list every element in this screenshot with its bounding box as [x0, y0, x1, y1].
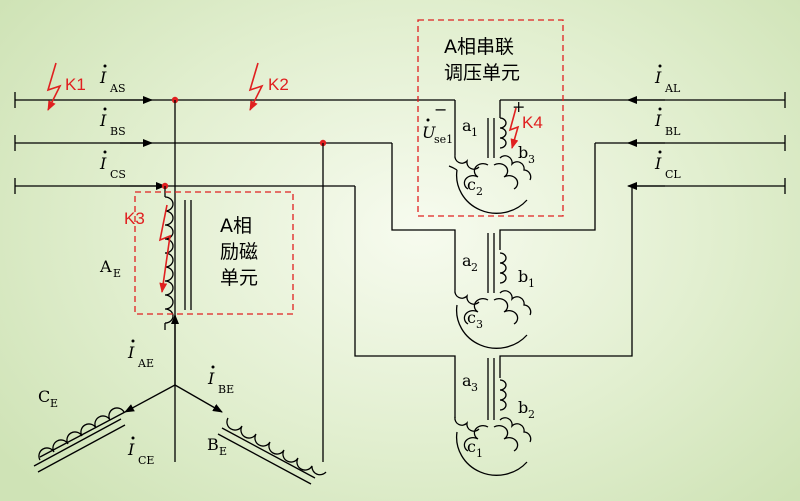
fault-k4-label: K4 [522, 113, 543, 132]
current-iae-label: I AE [127, 339, 154, 370]
svg-text:1: 1 [476, 447, 483, 460]
svg-text:CL: CL [665, 168, 681, 181]
svg-text:2: 2 [476, 185, 483, 198]
svg-text:I: I [654, 68, 662, 87]
svg-text:c: c [467, 437, 476, 456]
line-a-load [499, 92, 786, 118]
svg-text:励磁: 励磁 [220, 241, 258, 263]
fault-k2-bolt [248, 62, 264, 111]
winding-a3-label: a 3 [462, 371, 478, 394]
svg-text:I: I [127, 440, 135, 459]
svg-text:BE: BE [218, 383, 234, 396]
winding-a1-label: a 1 [462, 116, 478, 139]
svg-text:I: I [99, 111, 107, 130]
svg-text:B: B [207, 435, 219, 454]
line-a-source [14, 92, 456, 155]
svg-text:b: b [518, 143, 528, 162]
svg-text:E: E [50, 397, 58, 410]
line-b-source [14, 135, 456, 290]
fault-k1-bolt [46, 62, 62, 111]
svg-text:BS: BS [110, 125, 126, 138]
winding-ae-label: A E [99, 257, 121, 280]
winding-c2-label: c 2 [467, 175, 483, 198]
svg-text:a: a [462, 251, 472, 270]
current-ice-label: I CE [127, 436, 154, 467]
series-unit-1 [448, 117, 532, 214]
line-b-load [499, 135, 786, 250]
current-icl-label: I CL [654, 150, 681, 181]
line-c-source [14, 178, 456, 418]
svg-text:CS: CS [110, 168, 126, 181]
svg-text:A相串联: A相串联 [444, 36, 514, 58]
current-ibe-label: I BE [207, 365, 234, 396]
svg-text:BL: BL [665, 125, 681, 138]
svg-text:I: I [127, 343, 135, 362]
svg-text:I: I [99, 68, 107, 87]
svg-text:C: C [38, 387, 50, 406]
excitation-unit-box [134, 191, 294, 315]
svg-text:CE: CE [138, 454, 154, 467]
current-ibl-label: I BL [654, 107, 681, 138]
voltage-use1-label: U se1 − + [422, 97, 525, 146]
current-ial-label: I AL [654, 64, 681, 95]
series-unit-box [417, 19, 564, 217]
excitation-winding-a [164, 186, 192, 385]
fault-k3-label: K3 [124, 209, 145, 228]
svg-text:b: b [518, 267, 528, 286]
svg-text:I: I [99, 154, 107, 173]
fault-k1-label: K1 [65, 75, 86, 94]
svg-text:3: 3 [476, 318, 483, 331]
excitation-unit-title: A相 励磁 单元 [220, 215, 258, 289]
svg-text:E: E [219, 445, 227, 458]
svg-text:I: I [207, 369, 215, 388]
svg-text:1: 1 [528, 277, 535, 290]
current-ias-label: I AS [99, 64, 125, 95]
svg-text:se1: se1 [434, 133, 453, 146]
svg-text:单元: 单元 [220, 267, 258, 289]
winding-b1-label: b 1 [518, 267, 535, 290]
svg-text:a: a [462, 371, 472, 390]
svg-text:c: c [467, 308, 476, 327]
svg-text:I: I [654, 111, 662, 130]
winding-c3-label: c 3 [467, 308, 483, 331]
current-ibs-label: I BS [99, 107, 126, 138]
series-unit-title: A相串联 调压单元 [444, 36, 520, 84]
svg-text:+: + [512, 97, 525, 116]
svg-text:U: U [422, 123, 436, 142]
svg-text:2: 2 [528, 408, 535, 421]
svg-text:A相: A相 [220, 215, 252, 237]
svg-text:2: 2 [471, 261, 478, 274]
svg-text:AS: AS [109, 82, 125, 95]
fault-k3-bolt [158, 204, 171, 293]
series-unit-2 [454, 233, 532, 349]
winding-c1-label: c 1 [467, 437, 483, 460]
winding-be-label: B E [207, 435, 227, 458]
line-c-load [499, 178, 786, 378]
excitation-star [33, 384, 327, 485]
svg-text:AL: AL [664, 82, 681, 95]
svg-text:1: 1 [471, 126, 478, 139]
svg-text:−: − [434, 100, 447, 119]
svg-text:3: 3 [471, 381, 478, 394]
fault-k2-label: K2 [268, 75, 289, 94]
svg-text:I: I [654, 154, 662, 173]
current-ics-label: I CS [99, 150, 126, 181]
svg-text:调压单元: 调压单元 [444, 62, 520, 84]
svg-text:3: 3 [528, 153, 535, 166]
fault-k4-bolt [508, 107, 520, 149]
svg-text:E: E [113, 267, 121, 280]
svg-text:A: A [99, 257, 112, 276]
winding-ce-label: C E [38, 387, 58, 410]
winding-a2-label: a 2 [462, 251, 478, 274]
winding-b2-label: b 2 [518, 398, 535, 421]
svg-text:AE: AE [137, 357, 154, 370]
svg-text:b: b [518, 398, 528, 417]
series-unit-3 [454, 358, 532, 476]
svg-text:c: c [467, 175, 476, 194]
winding-b3-label: b 3 [518, 143, 535, 166]
svg-text:a: a [462, 116, 472, 135]
